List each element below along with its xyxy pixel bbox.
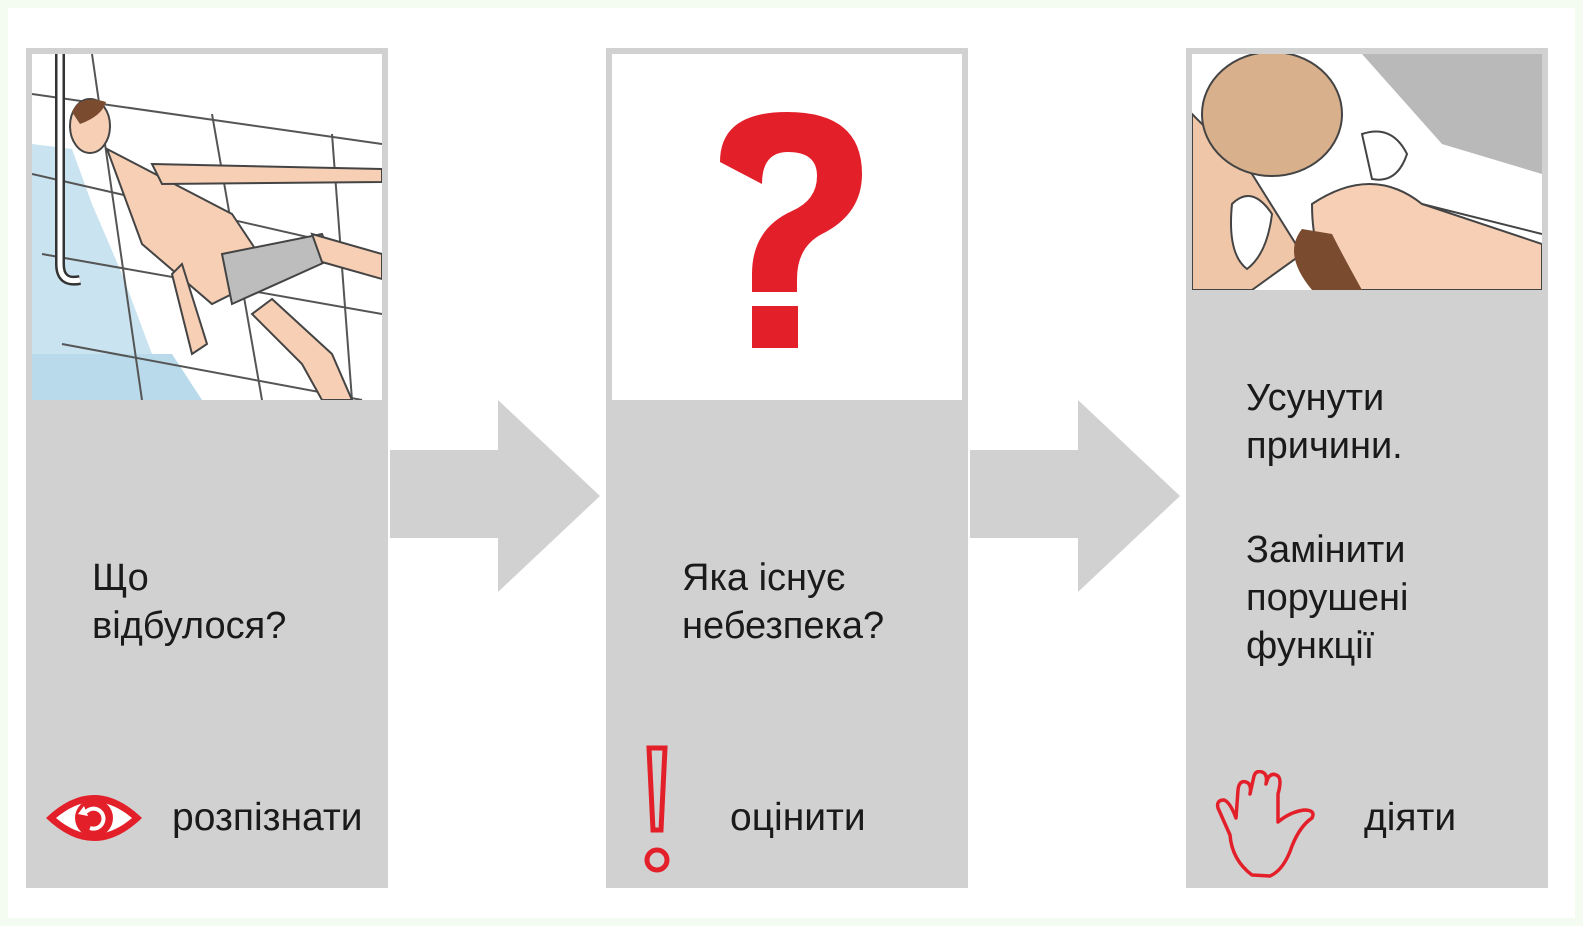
first-aid-steps-diagram: Що відбулося? розпізнати Я [8, 8, 1575, 918]
arrow-right-icon [390, 400, 600, 592]
step-question: Яка існує небезпека? [682, 557, 885, 647]
action-label: оцінити [730, 796, 866, 839]
instruction-remove-causes: Усунути причини. [1246, 377, 1403, 467]
illustration-rescue-breathing [1192, 54, 1542, 290]
action-label: розпізнати [172, 796, 363, 839]
action-label: діяти [1364, 796, 1457, 839]
step-assess-panel: Яка існує небезпека? оцінити [606, 48, 968, 888]
exclamation-icon [642, 744, 672, 876]
illustration-unconscious-person [32, 54, 382, 400]
hand-icon [1212, 770, 1332, 880]
step-act-panel: Усунути причини. Замінити порушені функц… [1186, 48, 1548, 888]
instruction-replace-functions: Замінити порушені функції [1246, 529, 1409, 667]
arrow-right-icon [970, 400, 1180, 592]
step-question: Що відбулося? [92, 557, 287, 647]
eye-icon [44, 786, 144, 850]
step-recognize-panel: Що відбулося? розпізнати [26, 48, 388, 888]
question-mark-icon [612, 54, 962, 400]
